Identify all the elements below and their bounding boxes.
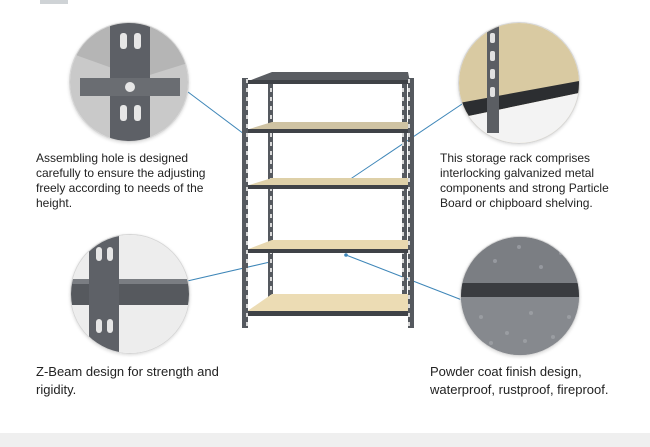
callout-text-assembling-hole: Assembling hole is designed carefully to… <box>36 151 206 210</box>
detail-circle-coat <box>460 236 580 356</box>
detail-circle-board <box>458 22 580 144</box>
shelf-2 <box>246 122 410 133</box>
shelf-rack-image <box>242 72 414 328</box>
callout-line-beam <box>182 260 272 283</box>
shelf-3 <box>246 178 410 189</box>
shelf-top <box>246 72 410 84</box>
shelf-bottom <box>246 294 410 316</box>
callout-text-z-beam: Z-Beam design for strength and rigidity. <box>36 364 219 397</box>
detail-circle-beam <box>70 234 190 354</box>
top-decoration <box>40 0 68 4</box>
shelf-4 <box>246 240 410 253</box>
callout-line-hole <box>187 91 246 136</box>
callout-text-powder-coat: Powder coat finish design, waterproof, r… <box>430 364 609 397</box>
detail-circle-hole <box>69 22 189 142</box>
callout-text-storage-rack: This storage rack comprises interlocking… <box>440 151 609 210</box>
bottom-band <box>0 433 650 447</box>
